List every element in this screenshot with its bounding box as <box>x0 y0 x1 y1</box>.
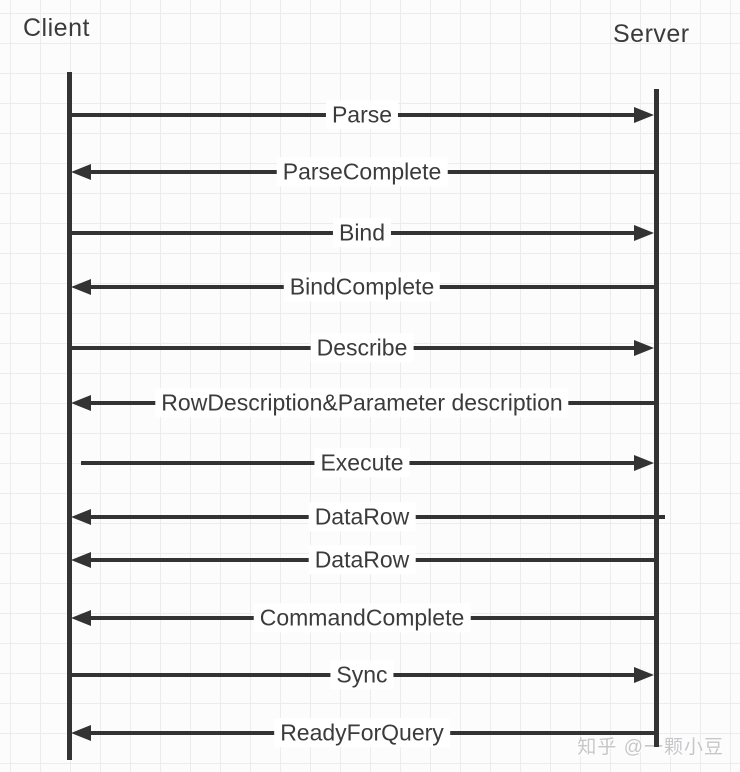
arrowhead-icon <box>71 552 91 568</box>
message-label: ReadyForQuery <box>274 718 450 748</box>
watermark: 知乎 @一颗小豆 <box>577 737 724 758</box>
actor-label-server: Server <box>613 20 690 48</box>
arrowhead-icon <box>634 340 654 356</box>
arrowhead-icon <box>634 667 654 683</box>
client-lifeline <box>67 72 72 760</box>
message-label: Describe <box>310 333 414 363</box>
arrowhead-icon <box>634 225 654 241</box>
arrowhead-icon <box>71 164 91 180</box>
arrowhead-icon <box>71 279 91 295</box>
message-label: ParseComplete <box>276 157 448 187</box>
server-lifeline <box>654 89 659 747</box>
message-label: CommandComplete <box>253 603 471 633</box>
arrowhead-icon <box>71 610 91 626</box>
arrowhead-icon <box>71 395 91 411</box>
message-label: DataRow <box>308 502 416 532</box>
message-label: Execute <box>314 448 410 478</box>
message-label: DataRow <box>308 545 416 575</box>
arrowhead-icon <box>634 107 654 123</box>
message-label: RowDescription&Parameter description <box>155 388 569 418</box>
actor-label-client: Client <box>23 14 90 42</box>
arrowhead-icon <box>71 725 91 741</box>
message-label: Bind <box>332 218 392 248</box>
arrowhead-icon <box>634 455 654 471</box>
arrowhead-icon <box>71 509 91 525</box>
message-label: Parse <box>325 100 399 130</box>
message-label: Sync <box>330 660 394 690</box>
message-label: BindComplete <box>283 272 441 302</box>
